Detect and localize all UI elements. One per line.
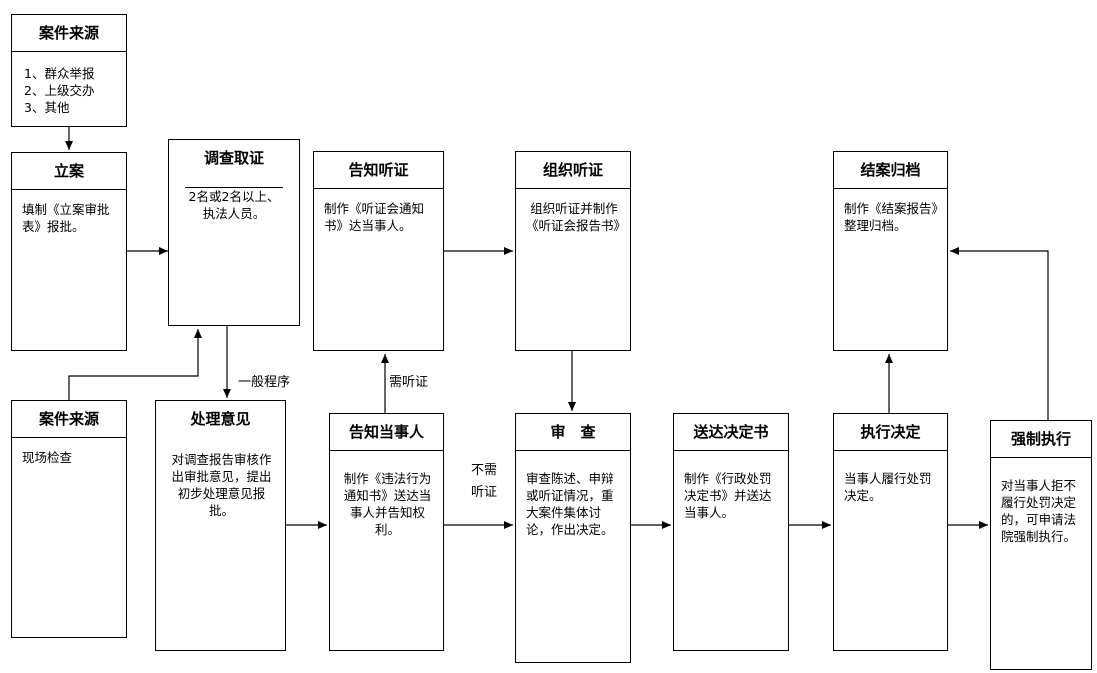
enforce-box: 强制执行 对当事人拒不履行处罚决定的，可申请法院强制执行。 <box>990 420 1092 670</box>
divider <box>330 450 443 451</box>
need-hearing-label: 需听证 <box>389 375 429 390</box>
organize-hearing-box: 组织听证 组织听证并制作《听证会报告书》 <box>515 151 631 351</box>
notify-hearing-title: 告知听证 <box>348 161 409 179</box>
case-source-item: 3、其他 <box>24 100 70 115</box>
investigate-title: 调查取证 <box>203 149 264 167</box>
divider <box>834 450 947 451</box>
arrow-site-to-investigate <box>68 329 202 400</box>
opinion-text: 对调查报告审核作出审批意见，提出初步处理意见报批。 <box>171 452 272 518</box>
site-source-text: 现场检查 <box>22 450 73 465</box>
enforce-text: 对当事人拒不履行处罚决定的，可申请法院强制执行。 <box>1001 478 1077 544</box>
close-case-title: 结案归档 <box>860 161 921 179</box>
case-source-item: 2、上级交办 <box>24 83 95 98</box>
case-source-item: 1、群众举报 <box>24 66 95 81</box>
file-case-box: 立案 填制《立案审批表》报批。 <box>11 152 127 351</box>
file-case-text: 填制《立案审批表》报批。 <box>22 202 110 234</box>
close-case-box: 结案归档 制作《结案报告》整理归档。 <box>833 151 948 351</box>
case-source-title: 案件来源 <box>38 24 99 42</box>
divider <box>12 51 126 52</box>
execute-decision-box: 执行决定 当事人履行处罚决定。 <box>833 413 948 651</box>
review-title: 审 查 <box>550 423 596 441</box>
arrow-enforce-to-close <box>950 247 1049 420</box>
execute-decision-title: 执行决定 <box>860 423 921 441</box>
divider <box>314 188 443 189</box>
case-source-list: 1、群众举报 2、上级交办 3、其他 <box>24 65 118 116</box>
review-text: 审查陈述、申辩或听证情况，重大案件集体讨论，作出决定。 <box>526 471 614 537</box>
organize-hearing-text: 组织听证并制作《听证会报告书》 <box>526 201 627 233</box>
divider <box>834 188 947 189</box>
deliver-decision-title: 送达决定书 <box>693 423 769 441</box>
opinion-box: 处理意见 对调查报告审核作出审批意见，提出初步处理意见报批。 <box>155 400 286 651</box>
opinion-title: 处理意见 <box>190 410 251 428</box>
notify-hearing-text: 制作《听证会通知书》达当事人。 <box>324 201 425 233</box>
divider <box>674 450 788 451</box>
divider <box>516 450 630 451</box>
deliver-decision-text: 制作《行政处罚决定书》并送达当事人。 <box>684 471 772 520</box>
notify-party-text: 制作《违法行为通知书》送达当事人并告知权利。 <box>343 471 432 537</box>
divider <box>516 188 630 189</box>
file-case-title: 立案 <box>53 162 84 180</box>
review-box: 审 查 审查陈述、申辩或听证情况，重大案件集体讨论，作出决定。 <box>515 413 631 663</box>
site-source-box: 案件来源 现场检查 <box>11 400 127 638</box>
deliver-decision-box: 送达决定书 制作《行政处罚决定书》并送达当事人。 <box>673 413 789 651</box>
divider <box>12 437 126 438</box>
enforce-title: 强制执行 <box>1010 430 1071 448</box>
divider <box>185 187 283 188</box>
no-hearing-label: 不需 听证 <box>471 460 497 504</box>
divider <box>12 189 126 190</box>
no-hearing-label-line1: 不需 <box>471 463 498 478</box>
organize-hearing-title: 组织听证 <box>542 161 603 179</box>
notify-party-title: 告知当事人 <box>348 423 424 441</box>
divider <box>991 457 1091 458</box>
execute-decision-text: 当事人履行处罚决定。 <box>844 471 932 503</box>
site-source-title: 案件来源 <box>38 410 99 428</box>
no-hearing-label-line2: 听证 <box>471 485 498 500</box>
investigate-text: 2名或2名以上、执法人员。 <box>188 189 280 221</box>
notify-hearing-box: 告知听证 制作《听证会通知书》达当事人。 <box>313 151 444 351</box>
close-case-text: 制作《结案报告》整理归档。 <box>844 201 938 233</box>
investigate-box: 调查取证 2名或2名以上、执法人员。 <box>168 139 300 326</box>
notify-party-box: 告知当事人 制作《违法行为通知书》送达当事人并告知权利。 <box>329 413 444 651</box>
general-procedure-label: 一般程序 <box>238 375 291 390</box>
case-source-box: 案件来源 1、群众举报 2、上级交办 3、其他 <box>11 14 127 127</box>
